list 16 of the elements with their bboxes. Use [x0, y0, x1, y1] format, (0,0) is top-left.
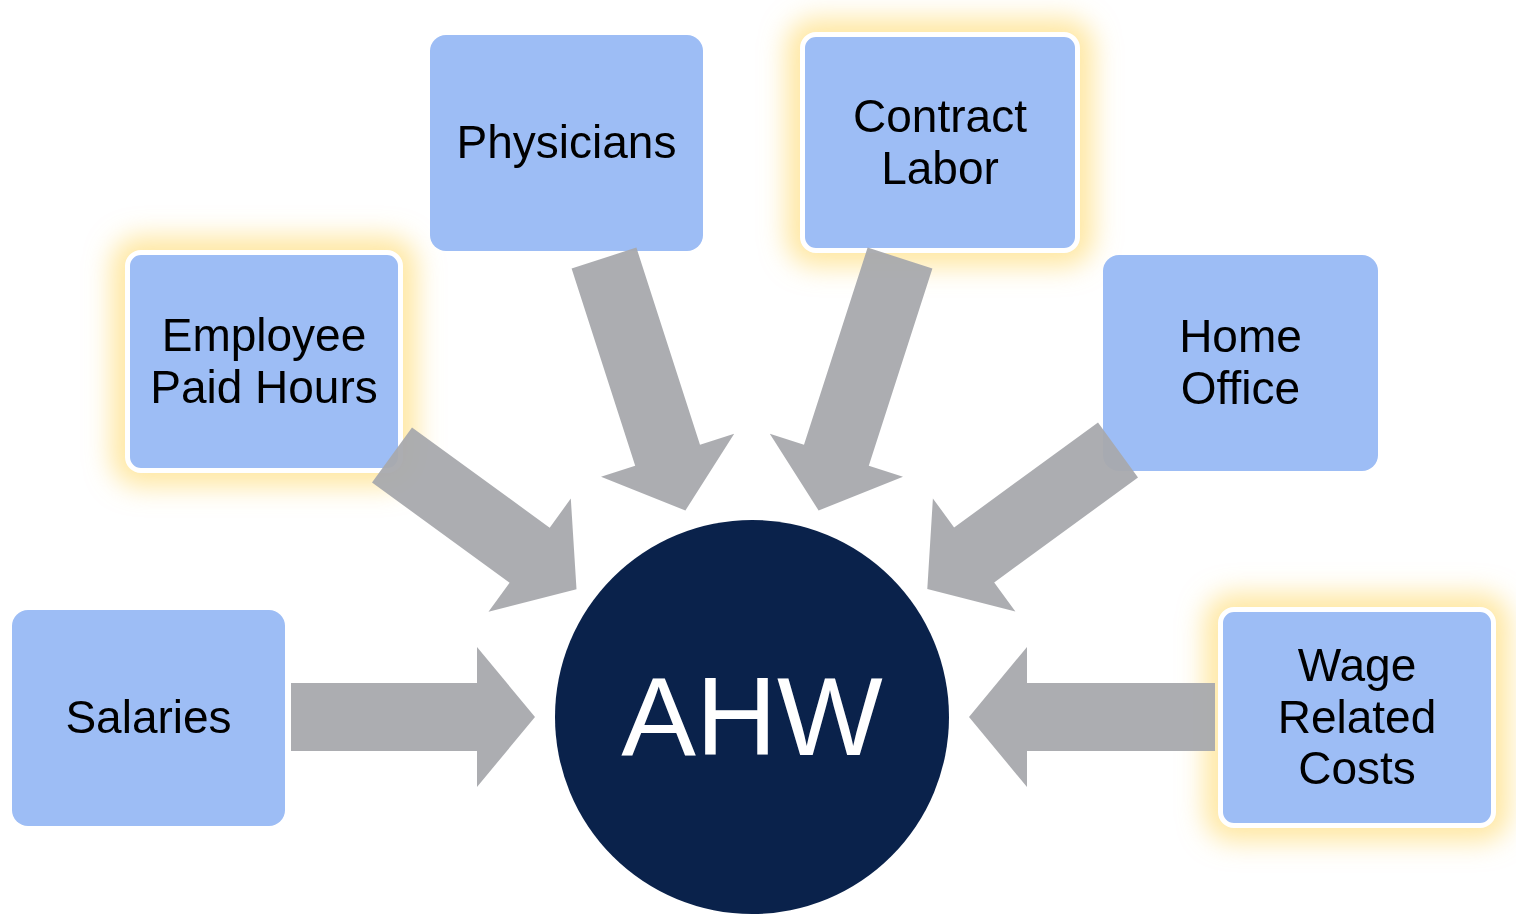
category-box	[1103, 255, 1378, 471]
block-arrow	[927, 422, 1138, 612]
category-box	[430, 35, 703, 251]
block-arrow	[969, 647, 1215, 787]
box-label: Home Office	[1178, 311, 1303, 415]
block-arrow	[769, 247, 933, 511]
box-label: Salaries	[65, 692, 232, 744]
box-label: Employee Paid Hours	[149, 309, 379, 414]
block-arrow	[372, 427, 577, 612]
block-arrow	[571, 247, 735, 511]
box-label: Contract Labor	[852, 90, 1028, 195]
category-box	[12, 610, 285, 826]
hub-label: AHW	[621, 661, 883, 773]
box-label: Wage Related Costs	[1276, 639, 1438, 796]
block-arrow	[291, 647, 535, 787]
box-label: Physicians	[456, 117, 677, 169]
